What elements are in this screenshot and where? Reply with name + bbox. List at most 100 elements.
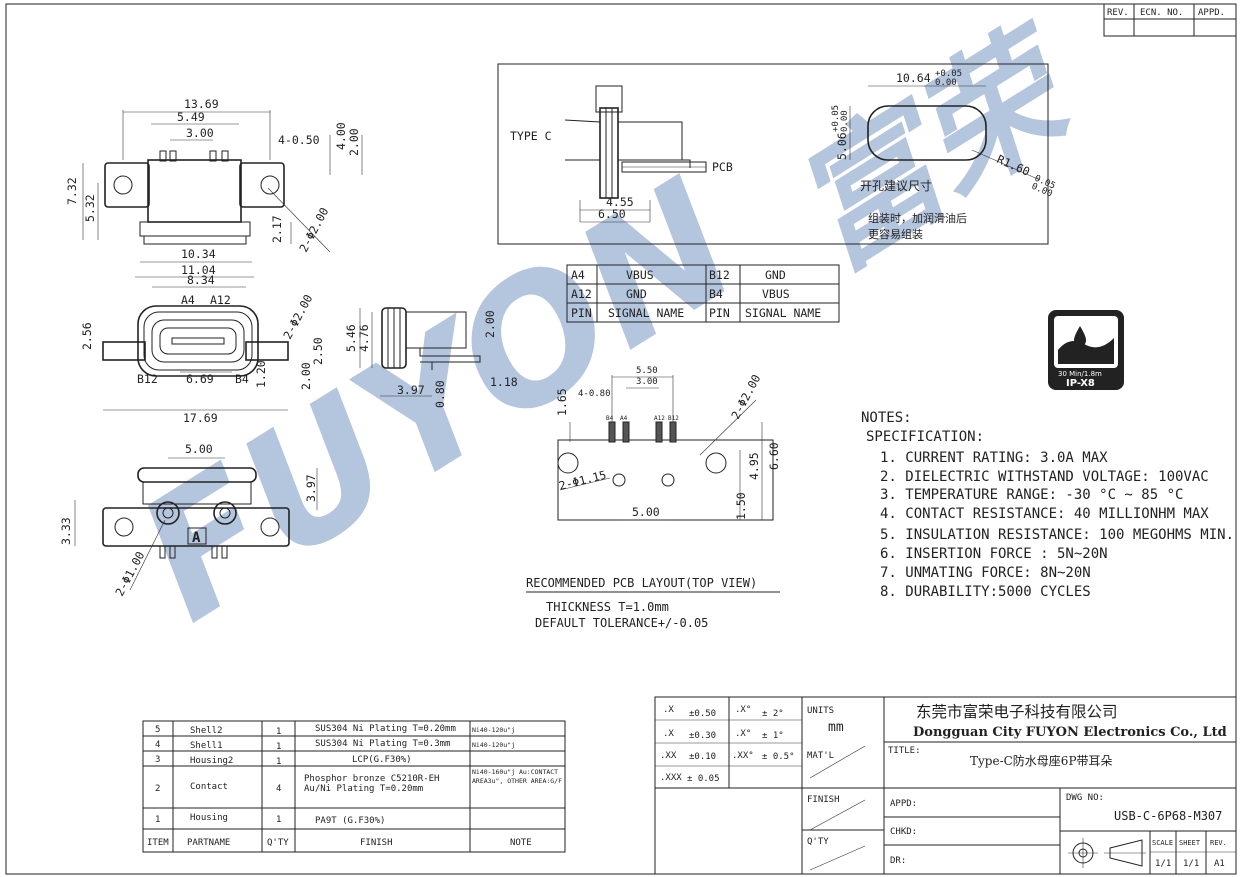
dim-1-18: 1.18	[490, 375, 518, 389]
dim-2-00-front: 2.00	[299, 362, 313, 390]
dim-4-95: 4.95	[747, 452, 761, 480]
tol-cell: .XXX	[660, 773, 682, 783]
dim-5-46: 5.46	[344, 324, 358, 352]
pin-cell: PIN	[709, 306, 730, 320]
dim-5-32: 5.32	[83, 194, 97, 222]
note-item: 5. INSULATION RESISTANCE: 100 MEGOHMS MI…	[880, 527, 1234, 543]
side-view: 5.46 4.76 2.00 3.97 0.80 1.18	[344, 307, 518, 408]
sheet-label: SHEET	[1179, 839, 1201, 847]
ip-badge: 30 Min/1.8m IP-X8	[1048, 310, 1124, 390]
dim-5-06: 5.06	[835, 132, 849, 160]
label-a: A	[192, 530, 201, 546]
dim-3-97-rear: 3.97	[304, 474, 318, 502]
pin-cell: B4	[709, 287, 723, 301]
bom-cell: Housing2	[190, 756, 233, 766]
bom-cell: LCP(G.F30%)	[352, 755, 412, 765]
bom-cell: 4	[155, 740, 160, 750]
note-item: 8. DURABILITY:5000 CYCLES	[880, 584, 1091, 600]
pin-cell: GND	[626, 287, 647, 301]
pad-label: B4	[606, 415, 614, 422]
pcb-label: PCB	[712, 160, 733, 174]
appd-label: APPD:	[890, 799, 917, 809]
bom-cell: Shell2	[190, 726, 223, 736]
dim-4-76: 4.76	[357, 324, 371, 352]
bom-cell: Ni40-160u"j Au:CONTACT AREA3u", OTHER AR…	[472, 768, 563, 785]
bom-cell-wrap: Ni40-160u"j Au:CONTACT AREA3u", OTHER AR…	[472, 768, 563, 785]
dim-2-phi-2-00-b: 2-Φ2.00	[280, 292, 315, 341]
bom-cell: 1	[276, 727, 281, 737]
bom-cell: 1	[276, 815, 281, 825]
scale-value: 1/1	[1155, 859, 1171, 869]
dim-2-00-side: 2.00	[483, 310, 497, 338]
dim-3-00: 3.00	[186, 126, 214, 140]
bom-cell: 1	[276, 757, 281, 767]
dim-6-60: 6.60	[767, 442, 781, 470]
dim-17-69: 17.69	[183, 411, 218, 425]
units-value: mm	[828, 720, 844, 735]
bom-cell: Housing	[190, 813, 228, 823]
ecn-header: ECN. NO.	[1140, 8, 1183, 18]
note-item: 3. TEMPERATURE RANGE: -30 °C ~ 85 °C	[880, 487, 1183, 503]
tol-10-64-lower: 0.00	[935, 78, 957, 88]
dim-0-80: 0.80	[433, 380, 447, 408]
sheet-value: 1/1	[1183, 859, 1199, 869]
tol-cell: ± 0.5°	[762, 752, 795, 762]
bom-header: ITEM	[147, 838, 169, 848]
dim-5-00-pcb: 5.00	[632, 505, 660, 519]
dim-4-55: 4.55	[606, 195, 634, 209]
notes-spec: SPECIFICATION:	[866, 429, 984, 445]
bom-cell: Phosphor bronze C5210R-EH Au/Ni Plating …	[304, 774, 440, 794]
dim-1-20: 1.20	[254, 360, 268, 388]
dim-1-65: 1.65	[555, 388, 569, 416]
rev-label: REV.	[1210, 839, 1227, 847]
type-c-label: TYPE C	[510, 129, 552, 143]
pcb-tolerance: DEFAULT TOLERANCE+/-0.05	[535, 616, 708, 630]
qty-label: Q'TY	[807, 837, 829, 847]
tol-cell: .X°	[735, 705, 751, 715]
dim-3-33: 3.33	[59, 517, 73, 545]
bom-cell: Ni40-120u"j	[472, 726, 515, 734]
tol-cell: .X	[663, 729, 674, 739]
cutout-recommend-label: 开孔建议尺寸	[860, 179, 932, 193]
panel-cutout	[867, 105, 987, 161]
notes-title: NOTES:	[861, 410, 912, 426]
bom-cell: PA9T (G.F30%)	[315, 816, 385, 826]
dim-2-17: 2.17	[270, 215, 284, 243]
tol-cell: .X°	[735, 729, 751, 739]
label-a4: A4	[181, 293, 195, 307]
bom-cell: Shell1	[190, 741, 223, 751]
tol-5-06-upper: +0.05	[831, 105, 841, 132]
title-block: .X ±0.50 .X° ± 2° .X ±0.30 .X° ± 1° .XX …	[654, 696, 1237, 875]
dim-5-00: 5.00	[185, 442, 213, 456]
dim-5-50: 5.50	[636, 366, 658, 376]
projection-symbol-icon	[1068, 838, 1146, 868]
bom-cell: 1	[155, 815, 160, 825]
note-item: 2. DIELECTRIC WITHSTAND VOLTAGE: 100VAC	[880, 469, 1209, 485]
dwg-no: USB-C-6P68-M307	[1114, 809, 1222, 823]
dim-13-69: 13.69	[184, 97, 219, 111]
dim-3-00-pcb: 3.00	[636, 377, 658, 387]
tol-cell: ± 2°	[762, 709, 784, 719]
pin-cell: A12	[571, 287, 592, 301]
dim-4-00: 4.00	[334, 122, 348, 150]
pad-label: A4	[620, 415, 628, 422]
rev-header: REV.	[1107, 8, 1129, 18]
units-label: UNITS	[807, 706, 834, 716]
bom-header: Q'TY	[267, 838, 289, 848]
dim-2-00: 2.00	[347, 128, 361, 156]
label-box-a	[187, 527, 207, 545]
dim-2-phi-1-15: 2-Φ1.15	[557, 468, 607, 493]
bom-cell-wrap: Phosphor bronze C5210R-EH Au/Ni Plating …	[304, 774, 440, 794]
pin-table: A4 VBUS B12 GND A12 GND B4 VBUS PIN SIGN…	[566, 264, 840, 323]
tol-cell: ±0.50	[689, 709, 716, 719]
tol-cell: ± 0.05	[687, 774, 720, 784]
dim-6-69: 6.69	[186, 372, 214, 386]
dim-2-50: 2.50	[311, 337, 325, 365]
pcb-layout: 5.50 3.00 4-0.80 1.65 2-Φ2.00 6.60 4.95 …	[526, 366, 781, 630]
pin-cell: GND	[765, 268, 786, 282]
revision-block: REV. ECN. NO. APPD.	[1103, 3, 1237, 37]
company-name-en: Dongguan City FUYON Electronics Co., Ltd	[913, 725, 1227, 740]
tol-cell: .XX	[660, 751, 677, 761]
dwg-no-label: DWG NO:	[1066, 793, 1104, 803]
tol-cell: ±0.10	[689, 752, 716, 762]
